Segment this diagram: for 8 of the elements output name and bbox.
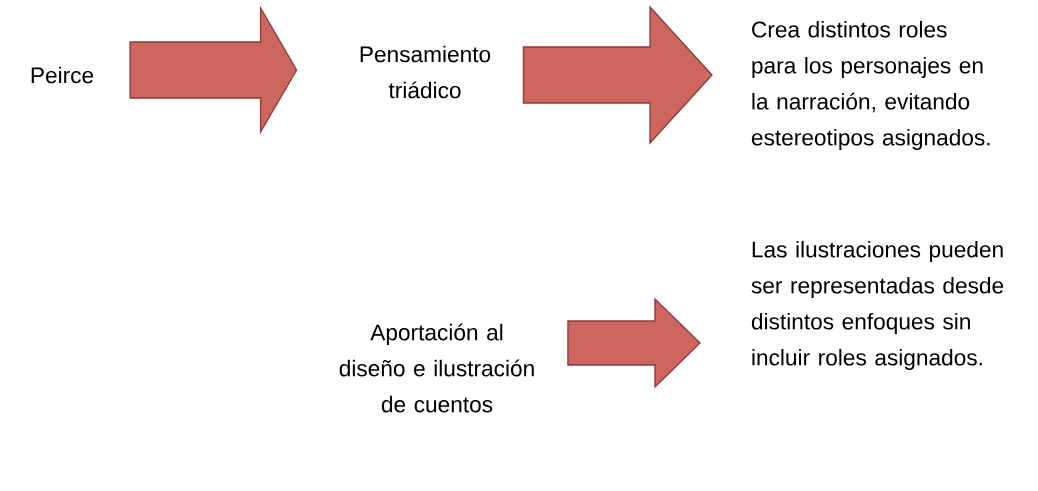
block-arrow	[522, 5, 713, 145]
text-label: Peirce	[31, 66, 94, 84]
text-label: Las ilustraciones pueden ser representadas desde distintos enfoques sin incluir roles asignados.	[751, 240, 1004, 371]
text-label: Aportación al diseño e ilustración de cuentos	[339, 323, 534, 413]
block-arrow	[567, 297, 701, 389]
text-label: Crea distintos roles para los personajes en la narración, evitando estereotipos asignados.	[751, 20, 990, 151]
block-arrow	[129, 5, 298, 135]
text-label: Pensamiento triádico	[360, 45, 491, 99]
